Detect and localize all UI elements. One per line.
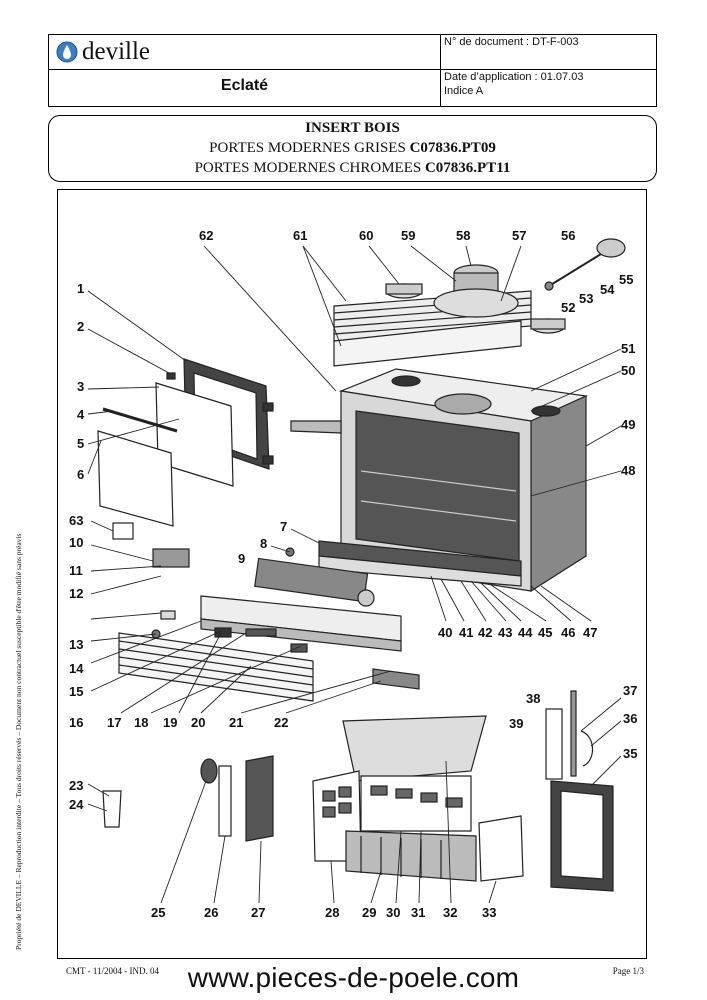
part-label: 22 [274, 715, 288, 730]
part-label: 39 [509, 716, 523, 731]
part-label: 52 [561, 300, 575, 315]
part-label: 44 [518, 625, 533, 640]
part-label: 48 [621, 463, 635, 478]
part-label: 16 [69, 715, 83, 730]
part-label: 55 [619, 272, 633, 287]
front-apron [318, 540, 522, 587]
part-label: 18 [134, 715, 148, 730]
application-date-block: Date d’application : 01.07.03 Indice A [444, 70, 583, 98]
part-label: 36 [623, 711, 637, 726]
part-label: 43 [498, 625, 512, 640]
part-label: 59 [401, 228, 415, 243]
part-label: 49 [621, 417, 635, 432]
part-label: 17 [107, 715, 121, 730]
part-labels: 62 61 60 59 58 57 56 55 54 53 52 1 2 51 … [69, 228, 637, 920]
variant-grey-text: PORTES MODERNES GRISES [209, 140, 410, 156]
part-label: 8 [260, 536, 267, 551]
copyright-side-note: Propriété de DEVILLE – Reproduction inte… [14, 533, 23, 950]
part-label: 41 [459, 625, 473, 640]
ash-tray [112, 522, 420, 702]
part-label: 24 [69, 797, 84, 812]
footer-page-number: Page 1/3 [612, 966, 644, 976]
part-label: 62 [199, 228, 213, 243]
document-header: deville N° de document : DT-F-003 Eclaté… [48, 34, 657, 107]
part-label: 46 [561, 625, 575, 640]
header-divider-vertical [440, 35, 441, 106]
part-label: 45 [538, 625, 552, 640]
product-variant-grey: PORTES MODERNES GRISES C07836.PT09 [49, 138, 656, 158]
part-label: 5 [77, 436, 84, 451]
part-label: 15 [69, 684, 83, 699]
door-frame-parts [545, 690, 614, 892]
header-divider-horizontal [49, 69, 656, 70]
part-label: 33 [482, 905, 496, 920]
firebox-body [290, 368, 589, 593]
part-label: 50 [621, 363, 635, 378]
part-label: 54 [600, 282, 615, 297]
product-title: INSERT BOIS [305, 120, 400, 136]
grate-parts [102, 755, 274, 842]
footer-revision: CMT - 11/2004 - IND. 04 [66, 966, 159, 976]
brand-logo: deville [56, 39, 150, 65]
part-label: 27 [251, 905, 265, 920]
product-title-box: INSERT BOIS PORTES MODERNES GRISES C0783… [48, 115, 657, 182]
part-label: 19 [163, 715, 177, 730]
part-label: 21 [229, 715, 243, 730]
firebrick-set [312, 715, 524, 882]
flame-drop-icon [56, 41, 78, 63]
damper-assembly [544, 238, 626, 291]
door-assembly [97, 358, 274, 527]
part-label: 28 [325, 905, 339, 920]
variant-chrome-text: PORTES MODERNES CHROMEES [194, 160, 425, 176]
part-label: 29 [362, 905, 376, 920]
part-label: 20 [191, 715, 205, 730]
part-label: 31 [411, 905, 425, 920]
part-label: 47 [583, 625, 597, 640]
part-label: 30 [386, 905, 400, 920]
exploded-view-frame: 62 61 60 59 58 57 56 55 54 53 52 1 2 51 … [57, 189, 647, 959]
product-variant-chrome: PORTES MODERNES CHROMEES C07836.PT11 [49, 158, 656, 178]
flue-collars [385, 264, 566, 334]
part-label: 4 [77, 407, 85, 422]
part-label: 53 [579, 291, 593, 306]
part-label: 61 [293, 228, 307, 243]
part-label: 23 [69, 778, 83, 793]
part-label: 3 [77, 379, 84, 394]
brand-name: deville [82, 38, 151, 65]
part-label: 2 [77, 319, 84, 334]
part-label: 63 [69, 513, 83, 528]
part-label: 38 [526, 691, 540, 706]
part-label: 13 [69, 637, 83, 652]
part-label: 56 [561, 228, 575, 243]
part-label: 58 [456, 228, 470, 243]
part-label: 9 [238, 551, 245, 566]
section-title: Eclaté [220, 77, 269, 94]
document-number: N° de document : DT-F-003 [444, 36, 579, 48]
variant-chrome-ref: C07836.PT11 [424, 160, 511, 176]
part-label: 25 [151, 905, 165, 920]
part-label: 57 [512, 228, 526, 243]
part-label: 7 [280, 519, 287, 534]
part-label: 12 [69, 586, 83, 601]
part-label: 6 [77, 467, 84, 482]
part-label: 11 [69, 563, 83, 578]
part-label: 26 [204, 905, 218, 920]
part-label: 32 [443, 905, 457, 920]
variant-grey-ref: C07836.PT09 [409, 140, 496, 156]
leader-lines [87, 245, 622, 904]
part-label: 14 [69, 661, 84, 676]
index-label: Indice A [444, 85, 484, 97]
part-label: 40 [438, 625, 452, 640]
footer-website: www.pieces-de-poele.com [187, 962, 520, 993]
part-label: 35 [623, 746, 637, 761]
part-label: 60 [359, 228, 373, 243]
part-label: 51 [621, 341, 635, 356]
part-label: 42 [478, 625, 492, 640]
exploded-view-drawing: 62 61 60 59 58 57 56 55 54 53 52 1 2 51 … [69, 228, 637, 920]
part-label: 1 [77, 281, 84, 296]
application-date: Date d’application : 01.07.03 [444, 71, 584, 83]
part-label: 10 [69, 535, 83, 550]
part-label: 37 [623, 683, 637, 698]
